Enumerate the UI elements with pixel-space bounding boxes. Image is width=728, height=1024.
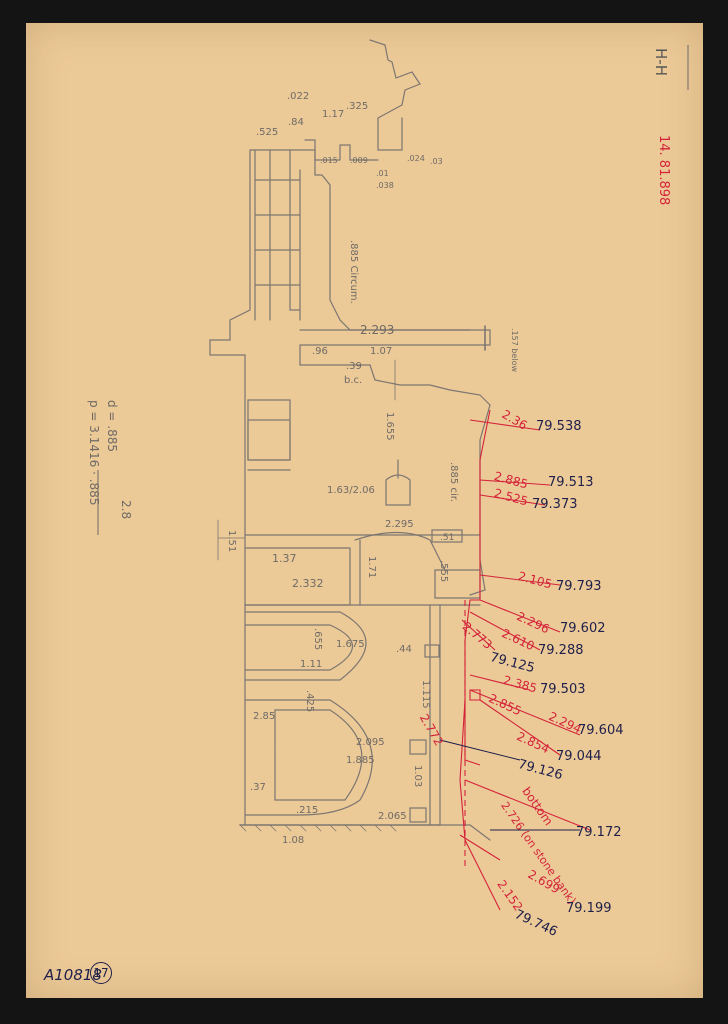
- dim-2332: 2.332: [292, 577, 324, 590]
- dim-151: 1.51: [226, 530, 237, 553]
- dim-2095: 2.095: [356, 737, 385, 748]
- ink-leader: [439, 739, 521, 761]
- bell-symbol: [385, 474, 411, 506]
- dim-171: 1.71: [366, 556, 377, 579]
- lower-arch: [244, 611, 367, 681]
- sheet-number: 17: [90, 962, 112, 984]
- elev-2: 79.373: [532, 497, 578, 512]
- dim-2295: 2.295: [385, 519, 414, 530]
- elev-5: 79.288: [538, 643, 584, 658]
- dim-1885: 1.885: [346, 755, 375, 766]
- dim-top-8: .03: [430, 157, 443, 166]
- dim-425: .425: [304, 690, 315, 713]
- dim-bc: b.c.: [344, 375, 363, 386]
- elev-1: 79.513: [548, 475, 594, 490]
- dim-top-1: .84: [288, 117, 304, 128]
- dim-96: .96: [312, 346, 328, 357]
- elev-11: 79.172: [576, 825, 622, 840]
- dim-108: 1.08: [282, 835, 305, 846]
- dim-885-cir: .885 cir.: [448, 462, 459, 503]
- top-note: 14. 81.898: [656, 135, 671, 206]
- dim-top-5: .015: [320, 156, 338, 165]
- dim-555: .555: [438, 560, 449, 583]
- section-label: H-H: [652, 48, 670, 76]
- dim-2065: 2.065: [378, 811, 407, 822]
- dim-top-2: 1.17: [322, 109, 345, 120]
- dim-885-circum: .885 Circum.: [348, 240, 359, 304]
- elev-0: 79.538: [536, 419, 582, 434]
- elev-3: 79.793: [556, 579, 602, 594]
- dim-39: .39: [346, 361, 362, 372]
- formula-line-3: 2.8: [119, 500, 133, 520]
- dim-top-10: .038: [376, 181, 394, 190]
- drawing-sheet: [26, 23, 703, 998]
- dim-top-6: .009: [350, 156, 368, 165]
- elev-9: 79.044: [556, 749, 602, 764]
- dim-137: 1.37: [272, 552, 297, 565]
- wall-outline: [249, 149, 471, 331]
- dim-1675: 1.675: [336, 639, 365, 650]
- elev-12: 79.199: [566, 901, 612, 916]
- elev-7: 79.503: [540, 682, 586, 697]
- dim-top-3: .325: [346, 101, 369, 112]
- dim-107: 1.07: [370, 346, 393, 357]
- stair-fragment: [369, 39, 421, 151]
- dim-37: .37: [250, 782, 266, 793]
- dim-1655: 1.655: [384, 412, 395, 441]
- dim-103: 1.03: [412, 765, 423, 788]
- dim-111: 1.11: [300, 659, 323, 670]
- dim-top-0: .022: [287, 91, 310, 102]
- dim-157: .157 below: [510, 328, 519, 373]
- dim-2293: 2.293: [360, 323, 395, 337]
- elev-8: 79.604: [578, 723, 624, 738]
- beam: [299, 329, 491, 346]
- dim-top-9: .01: [376, 169, 389, 178]
- dim-top-7: .024: [407, 154, 425, 163]
- dim-285: 2.85: [253, 711, 276, 722]
- dim-1115: 1.115: [420, 680, 431, 709]
- formula-line-2: p = 3.1416 · .885: [87, 400, 101, 506]
- dim-top-4: .525: [256, 127, 279, 138]
- sheet-id: A10818: [44, 966, 102, 984]
- elev-4: 79.602: [560, 621, 606, 636]
- dim-655: .655: [312, 628, 323, 651]
- formula-line-1: d = .885: [105, 400, 119, 453]
- dim-44: .44: [396, 644, 412, 655]
- dim-163-206: 1.63/2.06: [327, 485, 375, 496]
- dim-51: .51: [440, 533, 455, 543]
- dim-215: .215: [296, 805, 319, 816]
